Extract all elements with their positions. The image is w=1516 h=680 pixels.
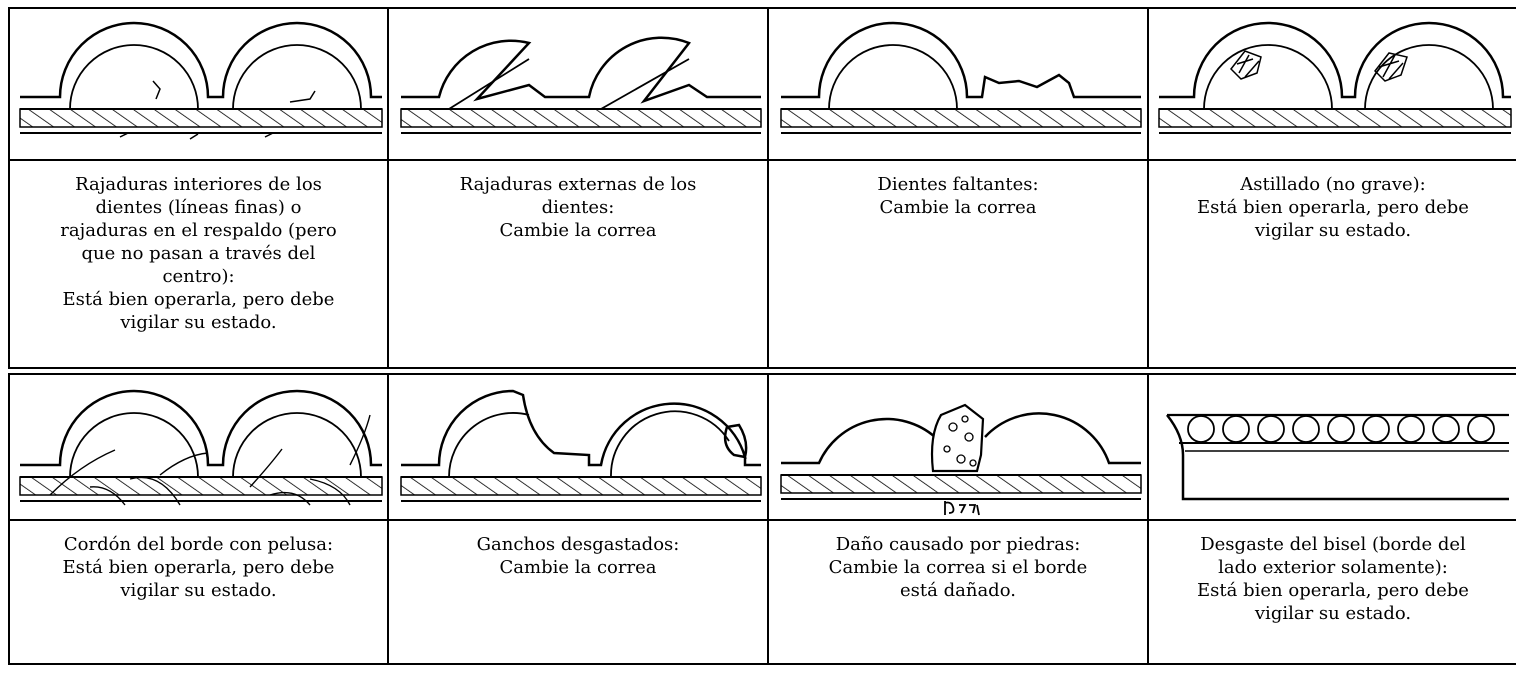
- caption-worn-lugs: Ganchos desgastados:Cambie la correa: [387, 519, 769, 665]
- caption-missing-teeth: Dientes faltantes:Cambie la correa: [767, 159, 1149, 369]
- cell-internal-cracks-image: [8, 7, 389, 161]
- cell-stone-damage-image: [767, 373, 1149, 521]
- caption-fuzzy-edge: Cordón del borde con pelusa:Está bien op…: [8, 519, 389, 665]
- stone-damage-illustration: [780, 403, 1142, 516]
- cell-chipping-image: [1147, 7, 1516, 161]
- caption-stone-damage: Daño causado por piedras:Cambie la corre…: [767, 519, 1149, 665]
- cell-fuzzy-edge-image: [8, 373, 389, 521]
- caption-chipping: Astillado (no grave):Está bien operarla,…: [1147, 159, 1516, 369]
- fuzzy-edge-cord-illustration: [19, 389, 383, 506]
- belt-condition-table-bottom: Cordón del borde con pelusa:Está bien op…: [8, 373, 1516, 665]
- cell-bevel-wear-image: [1147, 373, 1516, 521]
- internal-tooth-cracks-illustration: [19, 21, 383, 140]
- bevel-wear-illustration: [1166, 413, 1509, 501]
- worn-lugs-illustration: [400, 389, 762, 502]
- missing-teeth-illustration: [780, 21, 1142, 134]
- cell-missing-teeth-image: [767, 7, 1149, 161]
- cell-worn-lugs-image: [387, 373, 769, 521]
- external-tooth-cracks-illustration: [400, 36, 762, 134]
- chipping-illustration: [1158, 21, 1512, 134]
- cell-external-cracks-image: [387, 7, 769, 161]
